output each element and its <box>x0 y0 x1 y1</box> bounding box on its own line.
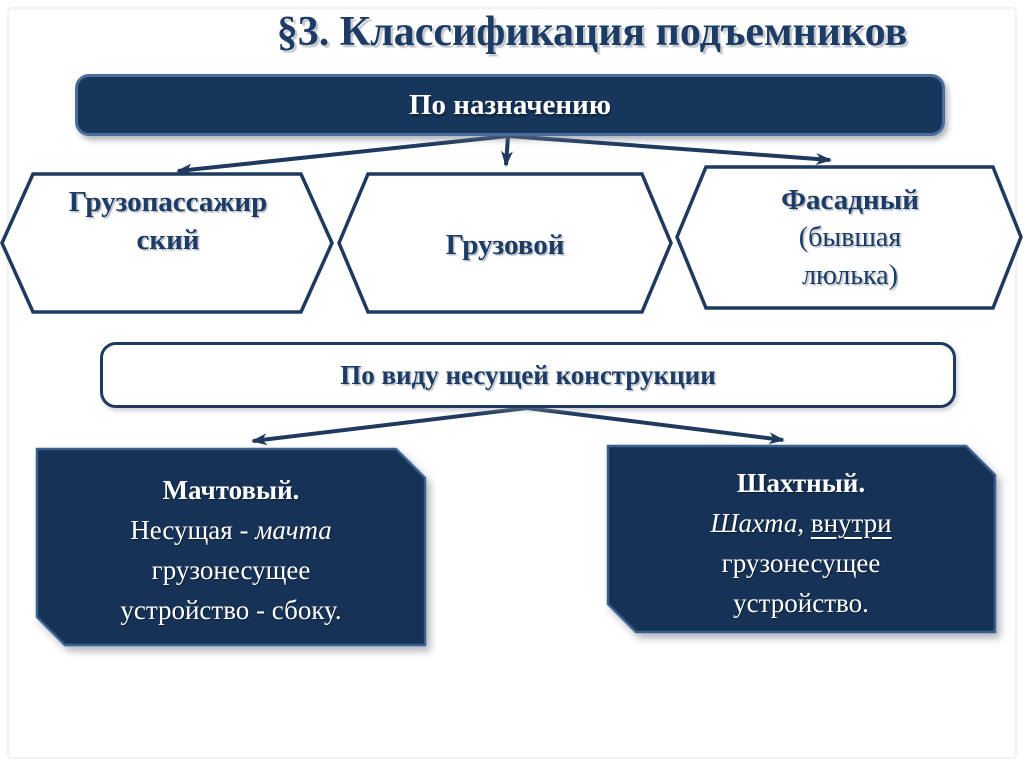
hexagon-label-cargo-passenger: Грузопассажир ский <box>68 186 268 256</box>
hexagon-facade <box>675 165 1023 310</box>
hexagon-label-facade: Фасадный (бывшая люлька) <box>781 184 919 291</box>
shaft-box-text: Шахтный. Шахта, внутри грузонесущее устр… <box>614 463 988 623</box>
arrow-to-cargo-passenger <box>176 134 509 176</box>
mast-box-line3: грузонесущее <box>151 555 311 585</box>
shaft-box-shape <box>606 444 997 634</box>
hexagon-label-cargo: Грузовой <box>445 229 565 261</box>
mast-box-shape <box>35 447 427 647</box>
page-title: §3. Классификация подъемников <box>276 9 908 55</box>
hexagon-cargo <box>337 172 673 314</box>
shaft-box-line3: грузонесущее <box>721 548 881 578</box>
mast-box-text: Мачтовый. Несущая - мачта грузонесущее у… <box>45 470 417 630</box>
shaft-box-title: Шахтный. <box>736 468 866 498</box>
arrow-to-shaft-box <box>526 406 785 445</box>
hexagon-cargo-passenger <box>0 172 334 314</box>
arrow-to-cargo <box>500 135 513 167</box>
header-by-purpose: По назначению <box>75 74 945 136</box>
arrow-to-facade <box>507 134 832 165</box>
mast-box-line4: устройство - сбоку. <box>120 595 342 625</box>
shaft-box-line2: Шахта, внутри <box>710 508 892 538</box>
shaft-box-line4: устройство. <box>733 588 869 618</box>
mast-box-line2: Несущая - мачта <box>130 515 332 545</box>
header-by-bearing-structure: По виду несущей конструкции <box>100 342 956 408</box>
arrow-to-mast-box <box>251 406 528 446</box>
mast-box-title: Мачтовый. <box>162 475 300 505</box>
